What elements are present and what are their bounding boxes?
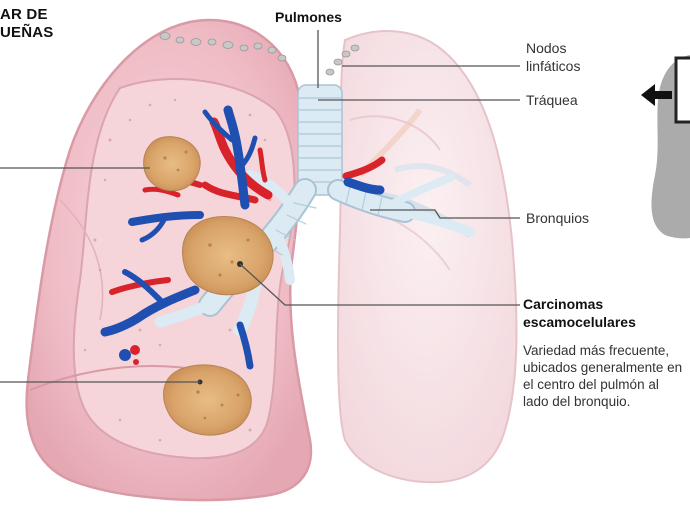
label-nodos-line2: linfáticos	[526, 58, 580, 75]
label-traquea: Tráquea	[526, 92, 578, 109]
label-carcinoma-title-line1: Carcinomas	[523, 295, 603, 313]
human-silhouette-icon	[651, 55, 690, 238]
label-carcinoma-title-line2: escamocelulares	[523, 313, 636, 331]
label-nodos-line1: Nodos	[526, 40, 566, 57]
header-title-line2: UEÑAS	[0, 24, 54, 42]
header-title-line1: AR DE	[0, 6, 48, 24]
right-lung	[338, 31, 517, 482]
label-bronquios: Bronquios	[526, 210, 589, 227]
label-carcinoma-description: Variedad más frecuente, ubicados general…	[523, 342, 683, 410]
label-pulmones: Pulmones	[275, 8, 342, 26]
